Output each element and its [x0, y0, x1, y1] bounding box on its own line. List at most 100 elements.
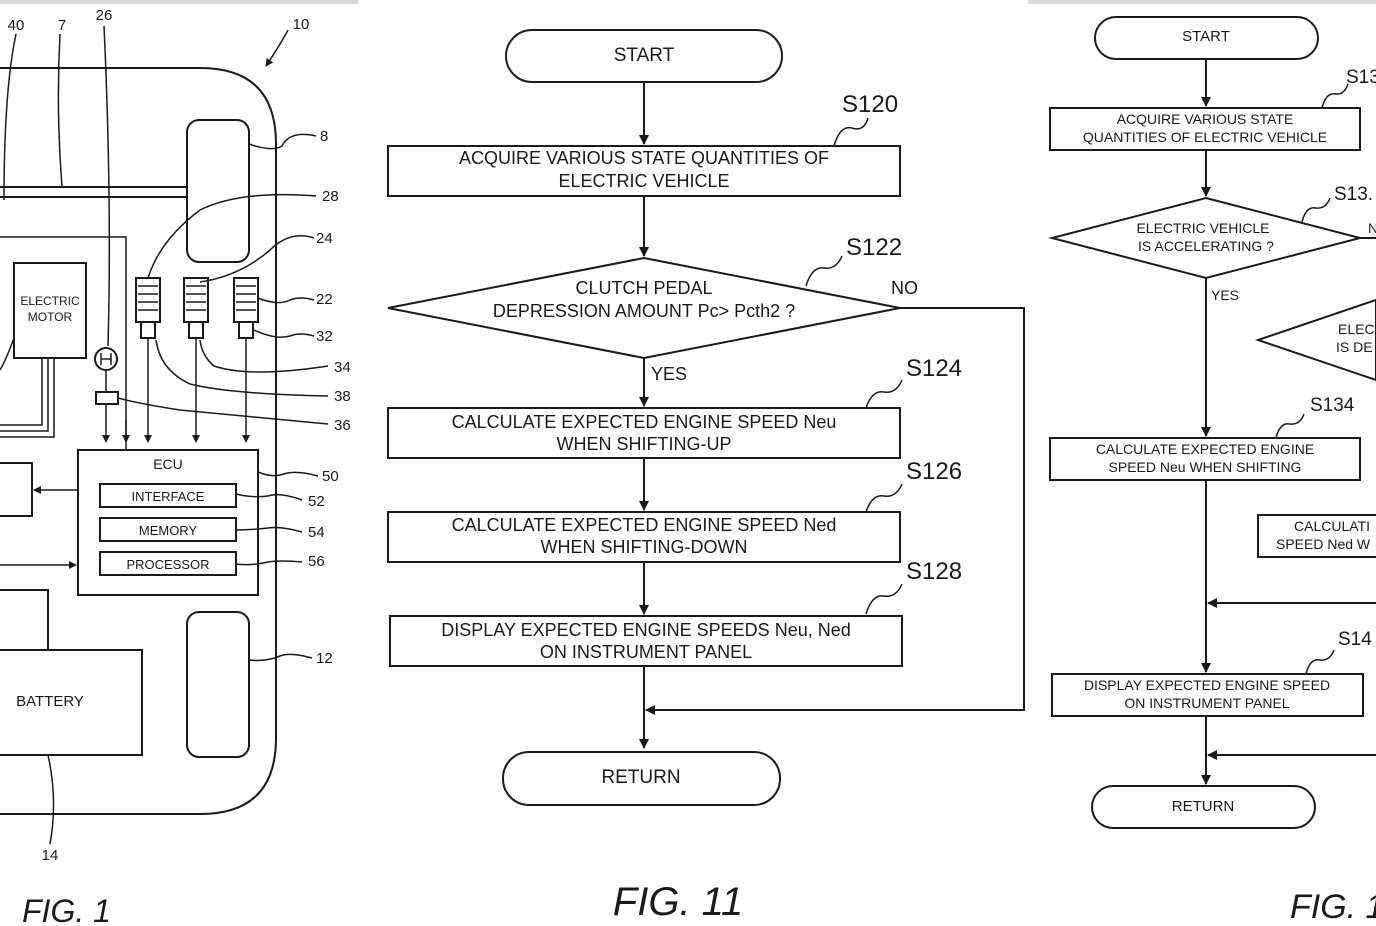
- vehicle-body-outline: [0, 67, 277, 815]
- wire-frame: [0, 236, 127, 450]
- fig11-caption: FIG. 11: [613, 880, 743, 924]
- leader-36: [117, 397, 329, 425]
- fig11-s122-step: S122: [846, 234, 902, 261]
- front-wheel: [186, 119, 250, 263]
- electric-motor-box: [13, 262, 87, 359]
- fig11-s124-text-1: CALCULATE EXPECTED ENGINE SPEED Neu: [452, 412, 837, 432]
- shift-lever: [94, 347, 119, 443]
- leader-12: [248, 653, 313, 662]
- ref-40: 40: [8, 17, 25, 34]
- ref-52: 52: [308, 493, 325, 510]
- ref-7: 7: [58, 17, 66, 34]
- fig11-panel: START ACQUIRE VARIOUS STATE QUANTITIES O…: [387, 29, 1025, 924]
- fig12-s132-leader: [1301, 197, 1331, 223]
- ref-56: 56: [308, 553, 325, 570]
- fig12-s130-text-1: ACQUIRE VARIOUS STATE: [1117, 111, 1294, 127]
- motor-wire-3: [0, 358, 55, 438]
- leader-32: [253, 329, 315, 338]
- fig12-s140-text-2: ON INSTRUMENT PANEL: [1124, 695, 1289, 711]
- interface-box: [99, 483, 237, 508]
- fig12-d2-text-1: ELEC: [1338, 321, 1375, 337]
- fig11-s124-leader: [865, 379, 903, 409]
- battery-box: [0, 649, 143, 756]
- leader-56: [235, 560, 303, 566]
- display-unit-box: [0, 462, 33, 517]
- fig12-return: [1091, 785, 1316, 829]
- fig11-no-branch: [645, 307, 1025, 715]
- fig11-s124-step: S124: [906, 355, 962, 382]
- leader-54: [235, 526, 303, 533]
- leader-22: [257, 297, 315, 304]
- battery-wire: [0, 589, 49, 650]
- fig11-s122-text-1: CLUTCH PEDAL: [575, 278, 712, 298]
- fig12-s134-leader: [1275, 413, 1305, 439]
- fig12-d2-text-2: IS DE: [1336, 339, 1373, 355]
- fig12-s132-step: S13.: [1334, 184, 1373, 205]
- fig12-s134-text-2: SPEED Neu WHEN SHIFTING: [1109, 459, 1302, 475]
- fig11-s120-step: S120: [842, 91, 898, 118]
- pedal-sensor-28: [135, 277, 161, 443]
- ref-34: 34: [334, 359, 351, 376]
- fig11-s128-leader: [865, 583, 903, 615]
- motor-wire-1: [0, 358, 43, 426]
- leader-28: [147, 193, 317, 279]
- leader-52: [235, 493, 303, 501]
- fig11-s124-text-2: WHEN SHIFTING-UP: [557, 434, 732, 454]
- fig11-s122-no: NO: [891, 278, 918, 298]
- fig11-s128-text-1: DISPLAY EXPECTED ENGINE SPEEDS Neu, Ned: [441, 620, 850, 640]
- fig11-s122-leader: [805, 255, 843, 287]
- ecu-label: ECU: [153, 456, 183, 472]
- fig11-s120-box: [387, 145, 901, 197]
- fig11-s120-text-2: ELECTRIC VEHICLE: [558, 171, 729, 191]
- fig12-s140-text-1: DISPLAY EXPECTED ENGINE SPEED: [1084, 677, 1330, 693]
- ref-26: 26: [96, 7, 113, 24]
- fig12-s130-box: [1049, 107, 1361, 151]
- fig11-s122-yes: YES: [651, 364, 687, 384]
- leader-38: [155, 339, 329, 397]
- ref-50: 50: [322, 468, 339, 485]
- fig12-s140-step: S14: [1338, 629, 1372, 650]
- fig11-s126-text-1: CALCULATE EXPECTED ENGINE SPEED Ned: [452, 515, 837, 535]
- fig12-decision-2: [1254, 298, 1376, 382]
- fig12-s130-leader: [1321, 83, 1349, 109]
- electric-motor-label-2: MOTOR: [28, 310, 73, 324]
- ref-12: 12: [316, 650, 333, 667]
- ref-24: 24: [316, 230, 333, 247]
- fig12-b2-text-2: SPEED Ned W: [1276, 536, 1371, 552]
- pedal-sensor-24: [183, 277, 209, 443]
- fig12-b2-text-1: CALCULATI: [1294, 518, 1370, 534]
- fig12-s132-text-1: ELECTRIC VEHICLE: [1136, 220, 1269, 236]
- fig12-caption: FIG. 1: [1290, 888, 1376, 926]
- ref-32: 32: [316, 328, 333, 345]
- processor-box: [99, 551, 237, 576]
- ref-54: 54: [308, 524, 325, 541]
- fig11-s126-step: S126: [906, 458, 962, 485]
- fig11-s122-text-2: DEPRESSION AMOUNT Pc> Pcth2 ?: [493, 301, 795, 321]
- ref-36: 36: [334, 417, 351, 434]
- leader-14: [47, 754, 55, 845]
- fig11-s128-step: S128: [906, 558, 962, 585]
- fig1-caption: FIG. 1: [22, 893, 111, 926]
- processor-label: PROCESSOR: [126, 557, 209, 572]
- motor-wire-2: [0, 358, 49, 432]
- fig11-s120-text-1: ACQUIRE VARIOUS STATE QUANTITIES OF: [459, 148, 829, 168]
- ref-38: 38: [334, 388, 351, 405]
- leader-40: [3, 33, 17, 201]
- fig12-panel: START ACQUIRE VARIOUS STATE QUANTITIES O…: [1028, 0, 1376, 926]
- fig11-return-label: RETURN: [601, 767, 680, 788]
- leader-50: [257, 471, 319, 477]
- memory-label: MEMORY: [139, 523, 198, 538]
- leader-10: [265, 29, 289, 67]
- rear-wheel: [186, 611, 250, 758]
- fig12-s134-box: [1049, 437, 1361, 481]
- fig11-s120-leader: [833, 117, 869, 147]
- ref-10: 10: [293, 16, 310, 33]
- fig12-s130-text-2: QUANTITIES OF ELECTRIC VEHICLE: [1083, 129, 1327, 145]
- fig12-s140-box: [1051, 673, 1364, 717]
- fig11-s126-text-2: WHEN SHIFTING-DOWN: [541, 537, 748, 557]
- fig11-start-label: START: [614, 45, 675, 66]
- electric-motor-label-1: ELECTRIC: [20, 294, 80, 308]
- fig11-s126-leader: [865, 483, 903, 513]
- fig12-calc-ned-box: [1257, 514, 1376, 558]
